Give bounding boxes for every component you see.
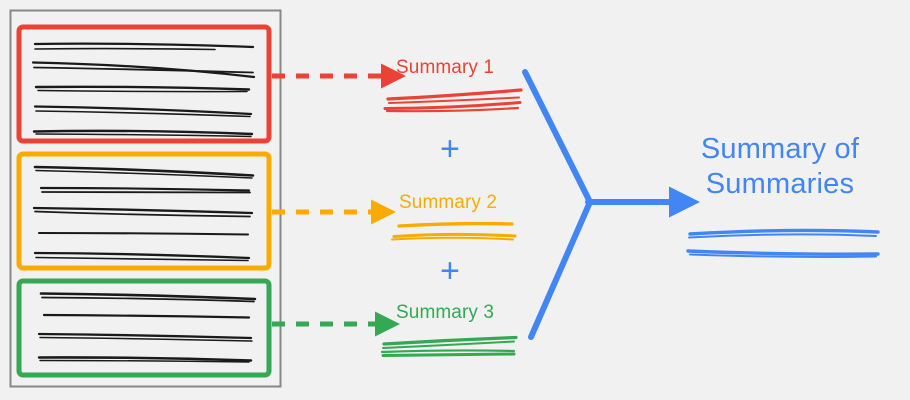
plus-operator-1: + [440, 130, 460, 168]
chunk-3-border [16, 278, 272, 378]
summary-1-label[interactable]: Summary 1 [396, 57, 495, 78]
summary-2-label[interactable]: Summary 2 [399, 192, 498, 213]
chunk-2-border [16, 151, 272, 271]
summary-of-summaries-title[interactable]: Summary of Summaries [685, 132, 875, 203]
source-document-frame [9, 9, 282, 388]
summary-of-summaries-line-1: Summary of [700, 133, 860, 165]
summary-1-squiggle [383, 88, 523, 113]
summary-of-summaries-squiggle [686, 228, 880, 258]
summary-3-squiggle [380, 335, 518, 357]
plus-operator-2: + [440, 252, 460, 290]
chunk-2-text-lines [32, 165, 255, 262]
merge-connector [522, 69, 593, 340]
summary-of-summaries-line-2: Summaries [705, 168, 855, 201]
document-chunk-2[interactable] [16, 151, 272, 271]
document-chunk-1[interactable] [16, 24, 272, 144]
chunk-3-text-lines [37, 292, 257, 363]
summary-2-squiggle [391, 221, 517, 241]
summary-3-label[interactable]: Summary 3 [396, 302, 495, 323]
chunk-1-border [16, 24, 272, 144]
document-chunk-3[interactable] [16, 278, 272, 378]
chunk-1-text-lines [31, 42, 256, 138]
